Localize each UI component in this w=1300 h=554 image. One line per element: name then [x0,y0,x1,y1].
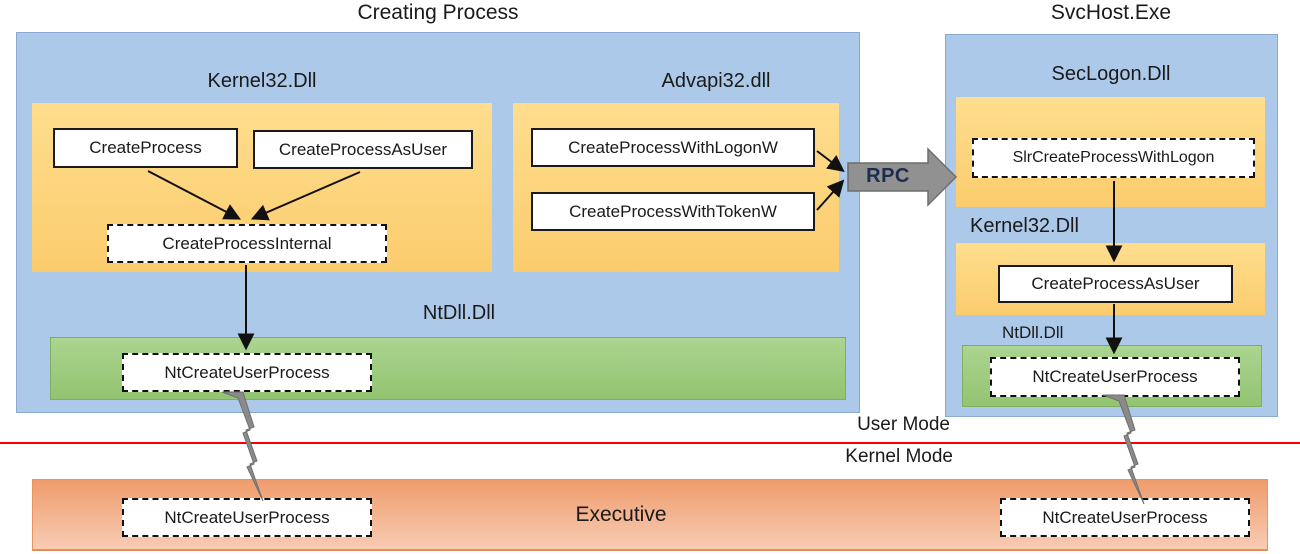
creating-process-title: Creating Process [357,1,519,24]
rpc-arrow-label: RPC [866,165,910,187]
create-process-box: CreateProcess [53,128,238,168]
user-mode-label: User Mode [857,414,950,435]
create-process-as-user-box: CreateProcessAsUser [253,130,473,169]
create-process-internal-box: CreateProcessInternal [107,224,387,263]
svchost-title: SvcHost.Exe [1050,1,1172,24]
nt-create-user-process-exec-left-box: NtCreateUserProcess [122,498,372,537]
advapi32-label: Advapi32.dll [661,70,771,92]
executive-label: Executive [575,503,667,526]
create-process-with-tokenw-box: CreateProcessWithTokenW [531,192,815,231]
nt-create-user-process-right-box: NtCreateUserProcess [990,357,1240,397]
kernel-mode-label: Kernel Mode [845,446,953,467]
ntdll-right-label: NtDll.Dll [1002,323,1064,342]
kernel32-right-label: Kernel32.Dll [970,215,1079,237]
seclogon-label: SecLogon.Dll [1051,63,1171,85]
nt-create-user-process-left-box: NtCreateUserProcess [122,353,372,392]
nt-create-user-process-exec-right-box: NtCreateUserProcess [1000,498,1250,537]
ntdll-left-label: NtDll.Dll [422,302,496,324]
create-process-as-user-right-box: CreateProcessAsUser [998,265,1233,303]
create-process-with-logonw-box: CreateProcessWithLogonW [531,128,815,167]
kernel32-left-label: Kernel32.Dll [207,70,317,92]
mode-divider-line [0,442,1300,444]
slr-create-process-with-logon-box: SlrCreateProcessWithLogon [972,138,1255,178]
